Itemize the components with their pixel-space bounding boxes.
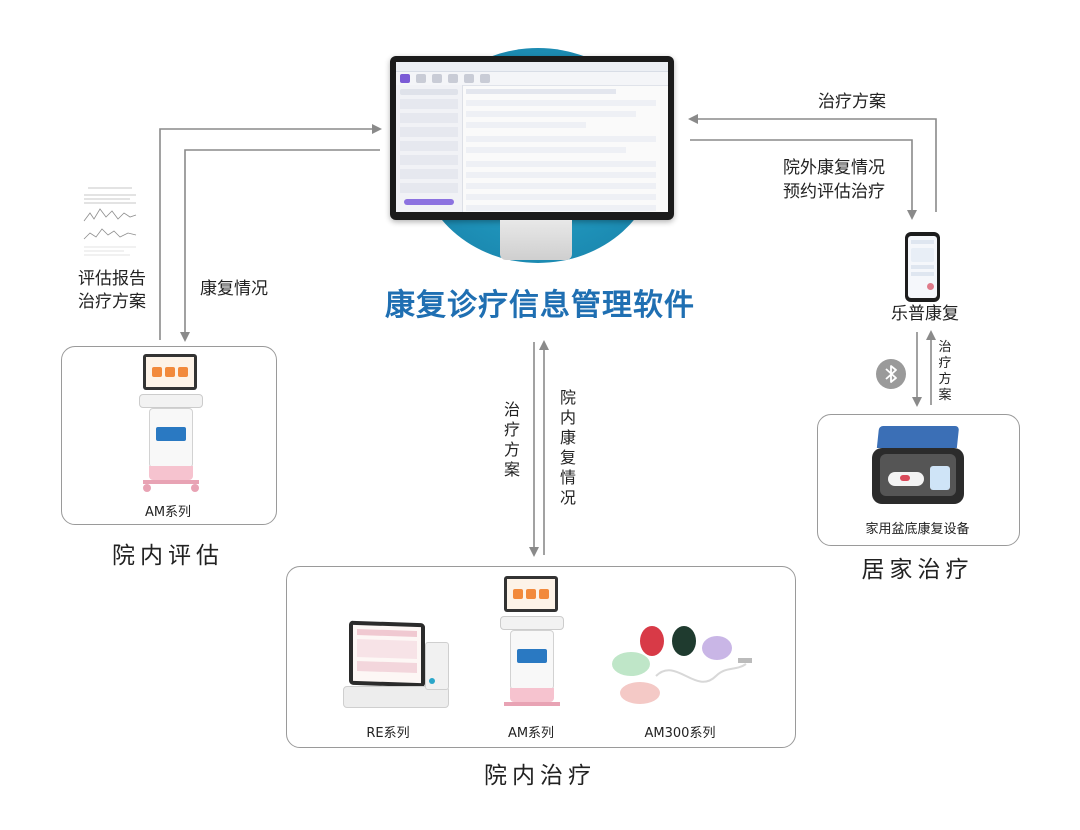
phone-caption: 乐普康复: [891, 304, 959, 324]
home-device-case-image: [868, 424, 968, 508]
right-panel-caption: 家用盆底康复设备: [865, 522, 970, 537]
center-title: 康复诊疗信息管理软件: [385, 288, 695, 323]
label-top-right-treatment: 治疗方案: [818, 92, 886, 112]
monitor-stand: [500, 220, 572, 260]
label-eval-report: 评估报告: [78, 269, 146, 289]
am-cart-image-left: [135, 354, 205, 494]
label-center-treatment: 治疗方案: [503, 400, 520, 479]
am300-device-caption: AM300系列: [644, 726, 716, 741]
arrow-right-outer: [688, 114, 937, 212]
re-device-image: [343, 618, 453, 710]
label-rehab-status: 康复情况: [200, 279, 268, 299]
label-appointment: 预约评估治疗: [783, 182, 885, 202]
label-center-rehab: 院内康复情况: [559, 388, 576, 507]
bottom-section-title: 院内治疗: [484, 763, 596, 789]
arrow-right-inner-head: [907, 210, 917, 220]
arrow-left-inner: [180, 149, 380, 342]
left-section-title: 院内评估: [112, 543, 224, 569]
right-section-title: 居家治疗: [861, 557, 974, 583]
arrow-right-inner: [690, 139, 913, 212]
am-device-caption: AM系列: [507, 726, 555, 741]
am-cart-image-bottom: [496, 576, 566, 716]
left-panel-caption: AM系列: [144, 505, 192, 520]
report-document-image: [80, 183, 140, 259]
label-eval-plan: 治疗方案: [78, 292, 146, 312]
bluetooth-icon: [876, 359, 906, 389]
phone-app-image: [905, 232, 940, 302]
re-device-caption: RE系列: [366, 726, 410, 741]
arrow-left-outer: [159, 124, 382, 340]
software-screenshot: [396, 62, 668, 212]
label-right-treatment: 治疗方案: [938, 340, 952, 403]
monitor: [390, 56, 674, 220]
label-outside-rehab: 院外康复情况: [783, 158, 885, 178]
am300-device-image: [606, 622, 756, 712]
